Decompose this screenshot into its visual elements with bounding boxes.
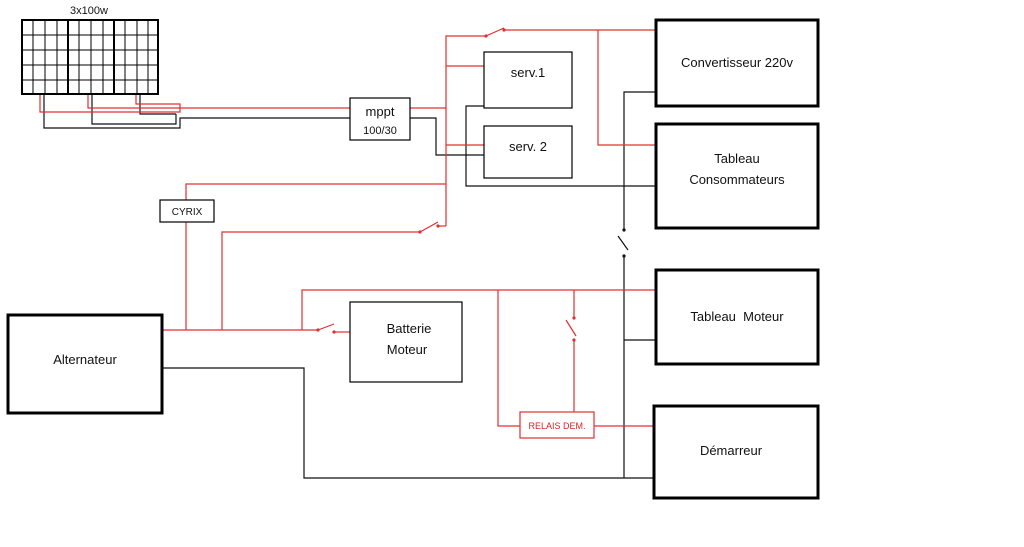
tableau-moteur-box <box>654 268 820 366</box>
convertisseur-label: Convertisseur 220v <box>681 55 793 70</box>
tableau-consommateurs-line1: Tableau <box>714 151 760 166</box>
cyrix-box <box>159 199 215 223</box>
serv2-label: serv. 2 <box>509 139 547 154</box>
solar-label: 3x100w <box>70 5 108 17</box>
demarreur-box <box>652 404 820 500</box>
mppt-label: mppt <box>366 104 395 119</box>
relais-dem-label: RELAIS DEM. <box>528 421 585 431</box>
negative-wires <box>43 91 656 479</box>
batterie-moteur-box <box>349 301 463 383</box>
batterie-line2: Moteur <box>387 342 428 357</box>
serv2-box <box>483 125 573 179</box>
serv1-label: serv.1 <box>511 65 545 80</box>
mppt-rating: 100/30 <box>363 125 397 137</box>
mppt-box <box>349 97 411 141</box>
relais-dem-box <box>519 411 595 439</box>
batterie-line1: Batterie <box>387 321 432 336</box>
demarreur-label: Démarreur <box>700 443 763 458</box>
tableau-moteur-label: Tableau Moteur <box>690 309 784 324</box>
serv1-box <box>483 51 573 109</box>
switch-contacts <box>316 28 576 342</box>
alternateur-box <box>6 313 164 415</box>
tableau-consommateurs-box <box>654 122 820 230</box>
convertisseur-box <box>654 18 820 108</box>
solar-panels <box>21 19 159 95</box>
alternateur-label: Alternateur <box>53 352 117 367</box>
cyrix-label: CYRIX <box>172 207 203 218</box>
tableau-consommateurs-line2: Consommateurs <box>689 172 785 187</box>
positive-wires <box>39 27 656 427</box>
